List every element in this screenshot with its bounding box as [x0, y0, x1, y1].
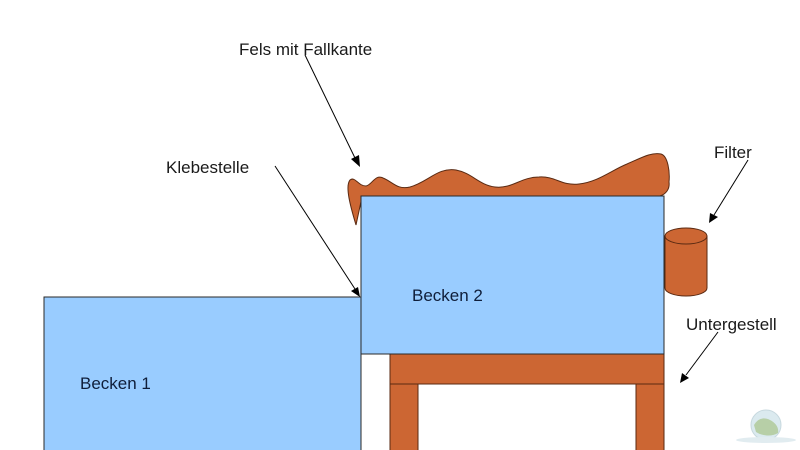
arrow-untergestell	[680, 331, 719, 383]
label-untergestell: Untergestell	[686, 315, 777, 334]
label-becken-2: Becken 2	[412, 286, 483, 305]
label-becken-1: Becken 1	[80, 374, 151, 393]
filter-body	[664, 235, 708, 297]
tank-2	[360, 195, 665, 355]
label-klebestelle: Klebestelle	[166, 158, 249, 177]
stand-top-beam	[389, 353, 665, 385]
stand	[389, 353, 665, 450]
arrow-fels	[304, 54, 360, 167]
label-fels-mit-fallkante: Fels mit Fallkante	[239, 40, 372, 59]
rock-with-overflow-edge	[347, 153, 670, 226]
filter-top	[664, 227, 708, 245]
globe-logo-icon	[736, 409, 796, 443]
filter-canister	[664, 227, 708, 297]
arrow-klebestelle	[274, 165, 360, 297]
tank-1	[43, 296, 362, 450]
arrow-filter	[709, 159, 749, 223]
label-filter: Filter	[714, 143, 752, 162]
